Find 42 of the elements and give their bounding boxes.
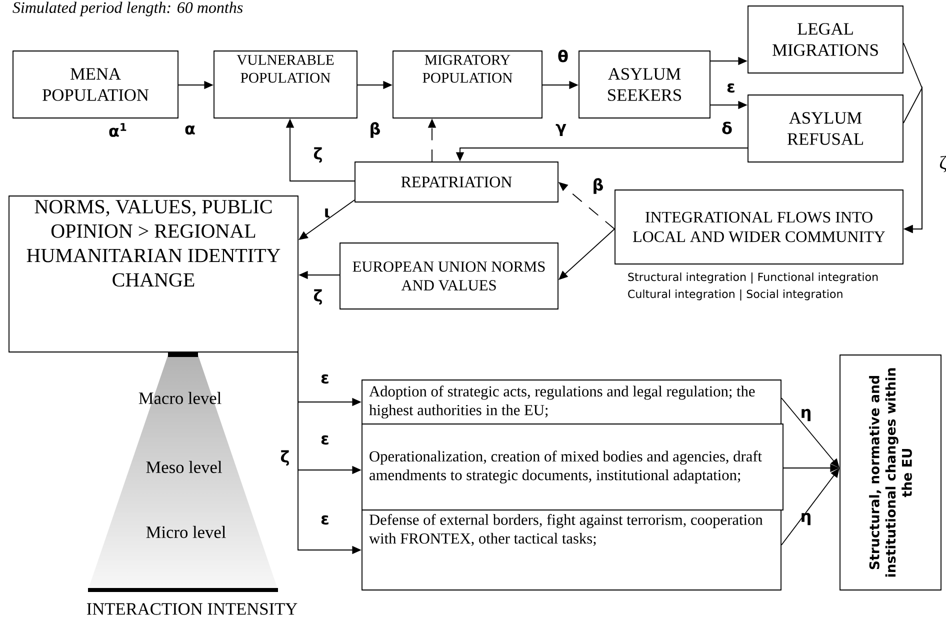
greek-label: β <box>594 178 603 194</box>
greek-label: ε <box>321 515 328 525</box>
greek-label: ζ <box>280 450 289 466</box>
axis-label: INTERACTION INTENSITY <box>86 603 298 615</box>
title: Simulated period length: 60 months <box>12 2 243 16</box>
text-box: Adoption of strategic acts, regulations and legal regulation; the highest authorities in the EU; <box>362 380 782 424</box>
level-label: Micro level <box>146 526 226 538</box>
greek-label: δ <box>722 122 732 134</box>
greek-label: ε <box>321 374 328 384</box>
node-caption: Cultural integration | Social integration <box>628 289 842 301</box>
greek-label: ζ <box>940 156 946 172</box>
greek-label: β <box>370 122 380 138</box>
greek-label: ι <box>325 208 330 218</box>
process-box: VULNERABLE POPULATION <box>214 50 358 118</box>
process-box: MIGRATORY POPULATION <box>392 50 542 118</box>
arrow <box>558 182 615 230</box>
process-box: REPATRIATION <box>354 162 558 202</box>
text-box: Operationalization, creation of mixed bodies and agencies, draft amendments to strategic documents, institutional adaptation; <box>362 424 784 510</box>
greek-label: ε <box>727 83 734 93</box>
process-box: INTEGRATIONAL FLOWS INTO LOCAL AND WIDER COMMUNITY <box>614 190 904 264</box>
process-box: NORMS, VALUES, PUBLIC OPINION > REGIONAL HUMANITARIAN IDENTITY CHANGE <box>8 196 298 352</box>
greek-label: ζ <box>314 147 322 163</box>
node-caption: Structural integration | Functional integration <box>628 272 878 284</box>
greek-label: θ <box>558 50 568 62</box>
arrow <box>558 228 615 280</box>
greek-label: α <box>185 125 195 135</box>
level-label: Macro level <box>138 392 222 404</box>
process-box: ASYLUM REFUSAL <box>748 94 904 162</box>
result-box: Structural, normative and institutional changes within the EU <box>840 354 942 590</box>
process-box: MENA POPULATION <box>12 50 178 118</box>
process-box: LEGAL MIGRATIONS <box>748 6 904 74</box>
level-label: Meso level <box>146 460 222 474</box>
process-box: ASYLUM SEEKERS <box>578 50 710 118</box>
arrow <box>903 86 922 234</box>
greek-label: η <box>802 408 810 422</box>
process-box: EUROPEAN UNION NORMS AND VALUES <box>340 242 558 310</box>
greek-label: ζ <box>314 289 322 305</box>
arrow <box>298 200 355 240</box>
greek-label: γ <box>556 124 566 136</box>
greek-label: ε <box>321 435 328 445</box>
greek-label: η <box>802 512 810 526</box>
text-box: Defense of external borders, fight against terrorism, cooperation with FRONTEX, other tactical tasks; <box>362 510 782 590</box>
